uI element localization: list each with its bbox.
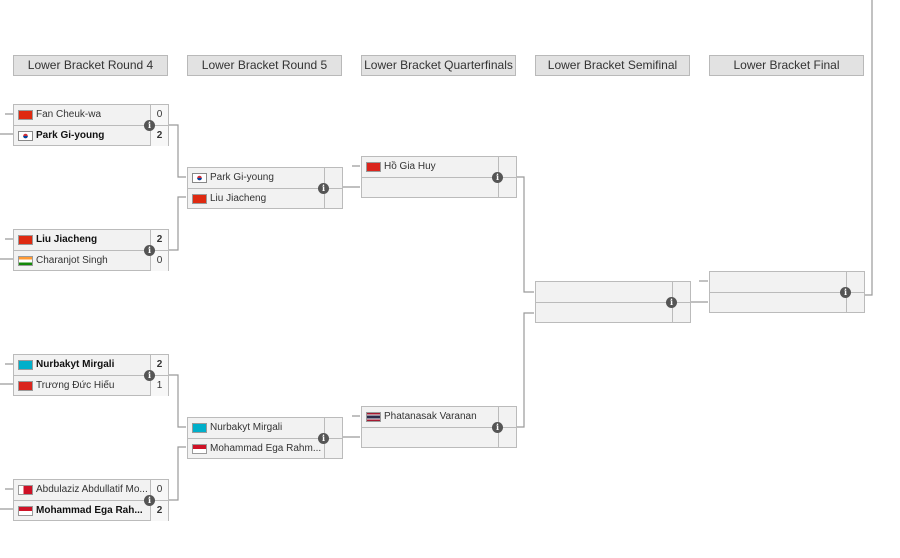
player-name: Mohammad Ega Rah...	[36, 505, 143, 516]
match-info-icon[interactable]: i	[144, 370, 155, 381]
match-info-icon[interactable]: i	[144, 245, 155, 256]
match-round4-1[interactable]: Fan Cheuk-wa 0 Park Gi-young 2 i	[13, 104, 169, 146]
player-score: 0	[150, 105, 168, 125]
match-final[interactable]: i	[709, 271, 865, 313]
match-slot[interactable]: Fan Cheuk-wa 0	[14, 105, 168, 125]
match-round4-2[interactable]: Liu Jiacheng 2 Charanjot Singh 0 i	[13, 229, 169, 271]
match-slot[interactable]	[362, 427, 516, 447]
match-round4-3[interactable]: Nurbakyt Mirgali 2 Trương Đức Hiếu 1 i	[13, 354, 169, 396]
thailand-flag-icon	[366, 412, 381, 422]
header-quarterfinals: Lower Bracket Quarterfinals	[361, 55, 516, 76]
indonesia-flag-icon	[18, 506, 33, 516]
match-semifinal[interactable]: i	[535, 281, 691, 323]
china-flag-icon	[192, 194, 207, 204]
match-round4-4[interactable]: Abdulaziz Abdullatif Mo... 0 Mohammad Eg…	[13, 479, 169, 521]
match-slot[interactable]: Nurbakyt Mirgali	[188, 418, 342, 438]
match-slot[interactable]	[710, 272, 864, 292]
china-flag-icon	[18, 235, 33, 245]
player-score: 2	[150, 355, 168, 375]
player-name: Abdulaziz Abdullatif Mo...	[36, 484, 148, 495]
player-score: 2	[150, 230, 168, 250]
player-name: Nurbakyt Mirgali	[210, 422, 283, 433]
player-name: Phatanasak Varanan	[384, 411, 477, 422]
header-final: Lower Bracket Final	[709, 55, 864, 76]
header-round5: Lower Bracket Round 5	[187, 55, 342, 76]
match-slot[interactable]: Charanjot Singh 0	[14, 250, 168, 271]
header-semifinal: Lower Bracket Semifinal	[535, 55, 690, 76]
match-round5-2[interactable]: Nurbakyt Mirgali Mohammad Ega Rahm... i	[187, 417, 343, 459]
player-name: Trương Đức Hiếu	[36, 380, 115, 391]
player-score: 0	[150, 480, 168, 500]
match-info-icon[interactable]: i	[840, 287, 851, 298]
kazakhstan-flag-icon	[18, 360, 33, 370]
match-quarterfinal-2[interactable]: Phatanasak Varanan i	[361, 406, 517, 448]
player-score: 2	[150, 126, 168, 146]
match-slot[interactable]	[362, 177, 516, 197]
match-slot[interactable]: Phatanasak Varanan	[362, 407, 516, 427]
match-slot[interactable]	[710, 292, 864, 312]
south-korea-flag-icon	[192, 173, 207, 183]
match-slot[interactable]: Mohammad Ega Rah... 2	[14, 500, 168, 521]
player-name: Park Gi-young	[36, 130, 105, 141]
match-info-icon[interactable]: i	[492, 172, 503, 183]
match-slot[interactable]: Hồ Gia Huy	[362, 157, 516, 177]
player-name: Park Gi-young	[210, 172, 274, 183]
hong-kong-flag-icon	[18, 110, 33, 120]
india-flag-icon	[18, 256, 33, 266]
south-korea-flag-icon	[18, 131, 33, 141]
match-info-icon[interactable]: i	[666, 297, 677, 308]
match-slot[interactable]: Park Gi-young 2	[14, 125, 168, 146]
player-name: Nurbakyt Mirgali	[36, 359, 115, 370]
header-round4: Lower Bracket Round 4	[13, 55, 168, 76]
player-name: Mohammad Ega Rahm...	[210, 443, 322, 454]
match-slot[interactable]: Nurbakyt Mirgali 2	[14, 355, 168, 375]
match-info-icon[interactable]: i	[318, 433, 329, 444]
match-slot[interactable]	[536, 282, 690, 302]
match-slot[interactable]: Abdulaziz Abdullatif Mo... 0	[14, 480, 168, 500]
match-slot[interactable]	[536, 302, 690, 322]
kazakhstan-flag-icon	[192, 423, 207, 433]
match-slot[interactable]: Liu Jiacheng	[188, 188, 342, 208]
match-quarterfinal-1[interactable]: Hồ Gia Huy i	[361, 156, 517, 198]
player-name: Liu Jiacheng	[36, 234, 98, 245]
player-score: 2	[150, 501, 168, 521]
match-slot[interactable]: Mohammad Ega Rahm...	[188, 438, 342, 458]
match-slot[interactable]: Trương Đức Hiếu 1	[14, 375, 168, 396]
match-slot[interactable]: Park Gi-young	[188, 168, 342, 188]
player-score: 0	[150, 251, 168, 271]
player-name: Hồ Gia Huy	[384, 161, 436, 172]
match-info-icon[interactable]: i	[318, 183, 329, 194]
match-info-icon[interactable]: i	[144, 120, 155, 131]
match-round5-1[interactable]: Park Gi-young Liu Jiacheng i	[187, 167, 343, 209]
vietnam-flag-icon	[366, 162, 381, 172]
match-slot[interactable]: Liu Jiacheng 2	[14, 230, 168, 250]
vietnam-flag-icon	[18, 381, 33, 391]
player-name: Liu Jiacheng	[210, 193, 267, 204]
player-name: Fan Cheuk-wa	[36, 109, 102, 120]
match-info-icon[interactable]: i	[144, 495, 155, 506]
match-info-icon[interactable]: i	[492, 422, 503, 433]
player-name: Charanjot Singh	[36, 255, 108, 266]
bahrain-flag-icon	[18, 485, 33, 495]
indonesia-flag-icon	[192, 444, 207, 454]
player-score: 1	[150, 376, 168, 396]
